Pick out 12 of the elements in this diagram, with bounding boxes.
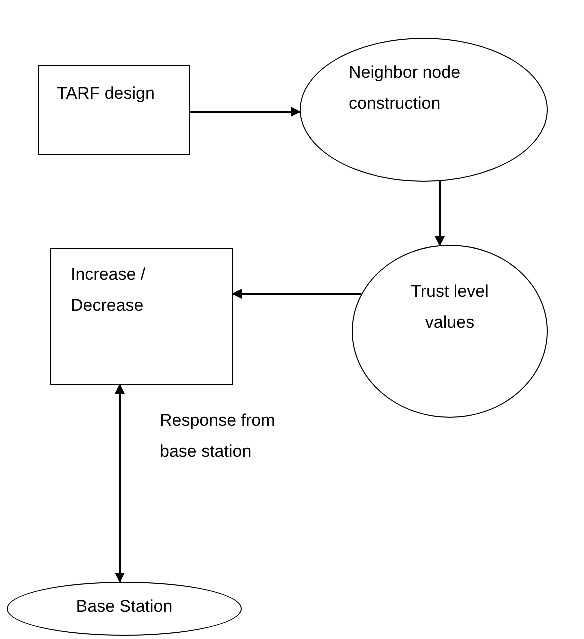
node-label: Increase / Decrease [71,264,147,317]
node-label: TARF design [57,83,156,105]
node-label: Trust level values [410,281,490,334]
arrow [115,384,125,584]
arrow [232,289,362,299]
arrow [190,107,302,117]
node-label: Base Station [75,596,174,618]
node-label: Neighbor node construction [349,62,462,115]
edge-label: Response from base station [160,410,276,463]
arrow [435,181,445,246]
process-box [50,248,233,385]
process-box [38,65,190,155]
